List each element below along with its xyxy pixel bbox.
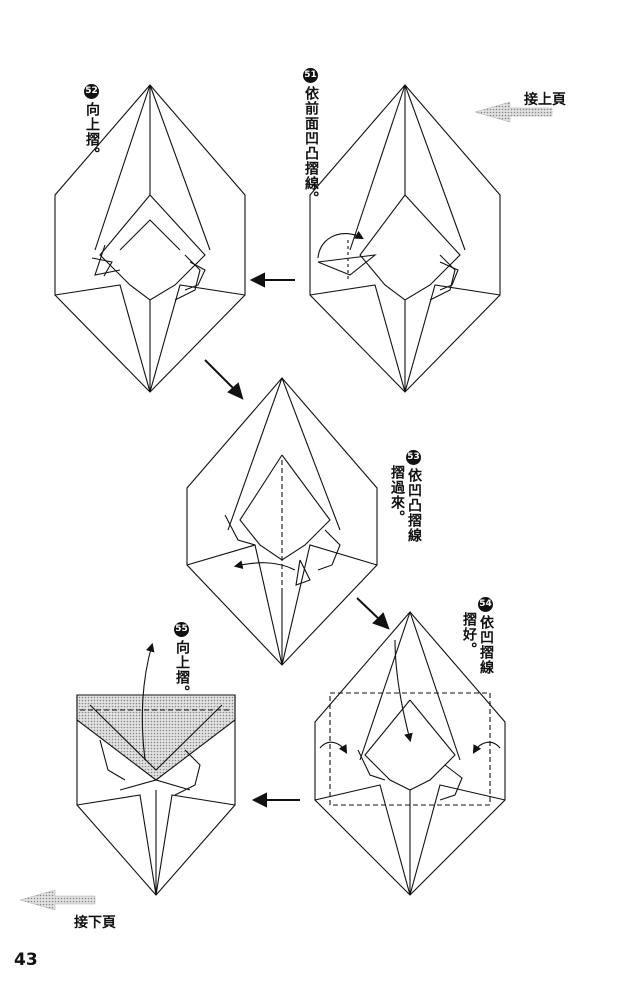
prev-page-link[interactable]: 接上頁: [524, 92, 566, 108]
step-53-instruction: 依凹凸摺線: [406, 468, 422, 543]
step-52-instruction: 向上摺。: [84, 102, 100, 162]
step-55-instruction: 向上摺。: [174, 640, 190, 700]
prev-page-arrow: [474, 101, 553, 123]
step-55-figure: [76, 642, 236, 896]
step-51-number: 51: [303, 68, 318, 83]
step-54-figure: [314, 611, 506, 896]
flow-arrows: [204, 272, 390, 808]
step-54-instruction: 依凹摺線: [478, 615, 494, 675]
step-51-figure: [309, 84, 501, 393]
step-53-instruction-line2: 摺過來。: [389, 465, 405, 525]
next-page-arrow: [19, 889, 96, 911]
step-52-figure: [54, 84, 246, 393]
step-53-figure: [186, 377, 378, 666]
step-53-number: 53: [406, 450, 421, 465]
page-number: 43: [14, 950, 38, 970]
step-52-number: 52: [84, 84, 99, 99]
step-51-instruction: 依前面凹凸摺線。: [303, 86, 319, 206]
step-54-number: 54: [478, 597, 493, 612]
next-page-link[interactable]: 接下頁: [74, 915, 116, 931]
step-54-instruction-line2: 摺好。: [461, 612, 477, 657]
step-55-number: 55: [174, 622, 189, 637]
